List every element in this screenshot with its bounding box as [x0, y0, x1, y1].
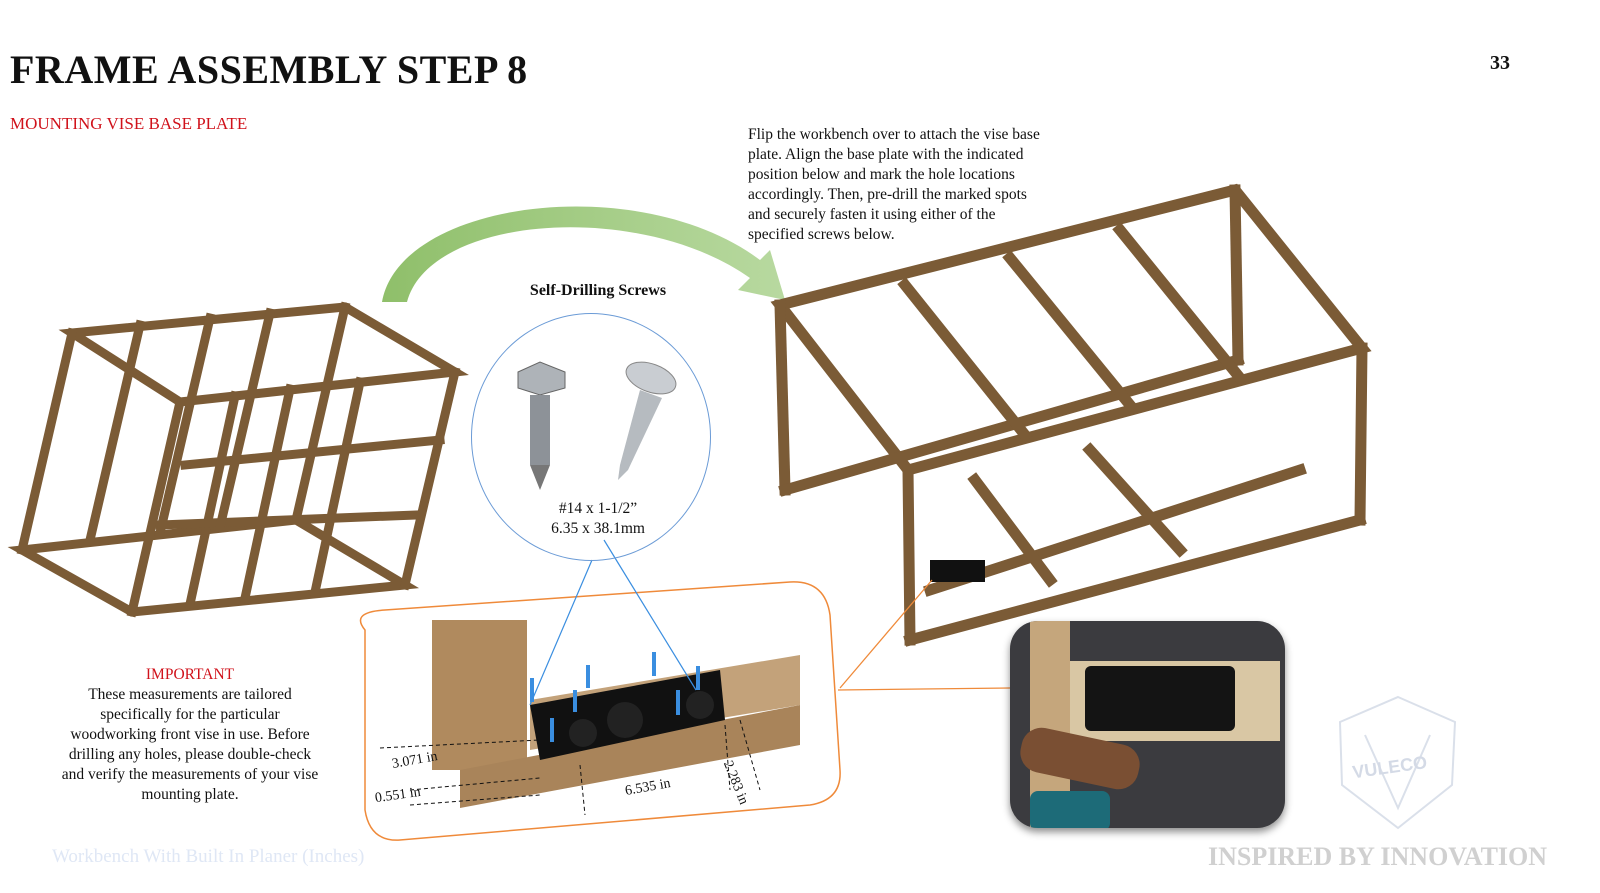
svg-text:VULECO: VULECO [1351, 752, 1428, 782]
screws-circle [471, 313, 711, 561]
detail-callout-box [359, 581, 841, 841]
base-plate-detail-illustration [432, 620, 800, 808]
screws-heading: Self-Drilling Screws [529, 282, 667, 299]
screw-size-label: #14 x 1-1/2” 6.35 x 38.1mm [500, 499, 696, 539]
vise-installation-photo [1010, 621, 1285, 828]
page-number: 33 [1490, 52, 1510, 74]
dimension-lines [379, 719, 761, 816]
flip-arrow-icon [382, 206, 785, 302]
footer-tagline: INSPIRED BY INNOVATION [1208, 842, 1548, 871]
screw-size-metric: 6.35 x 38.1mm [551, 520, 645, 537]
important-heading: IMPORTANT [145, 666, 235, 683]
workbench-illustration [770, 183, 1372, 647]
vuleco-logo: VULECO [1338, 695, 1457, 830]
screw-size-imperial: #14 x 1-1/2” [558, 500, 638, 517]
section-subtitle: MOUNTING VISE BASE PLATE [10, 114, 248, 133]
instructions-text: Flip the workbench over to attach the vi… [748, 126, 1040, 243]
footer-document-name: Workbench With Built In Planer (Inches) [52, 846, 365, 867]
vise-plate-marker [930, 560, 985, 582]
page-title: FRAME ASSEMBLY STEP 8 [10, 47, 528, 92]
important-note: IMPORTANT These measurements are tailore… [60, 665, 320, 805]
drill-point-arrows [530, 652, 700, 742]
important-text: These measurements are tailored specific… [61, 686, 319, 803]
upright-frame-illustration [7, 301, 469, 618]
